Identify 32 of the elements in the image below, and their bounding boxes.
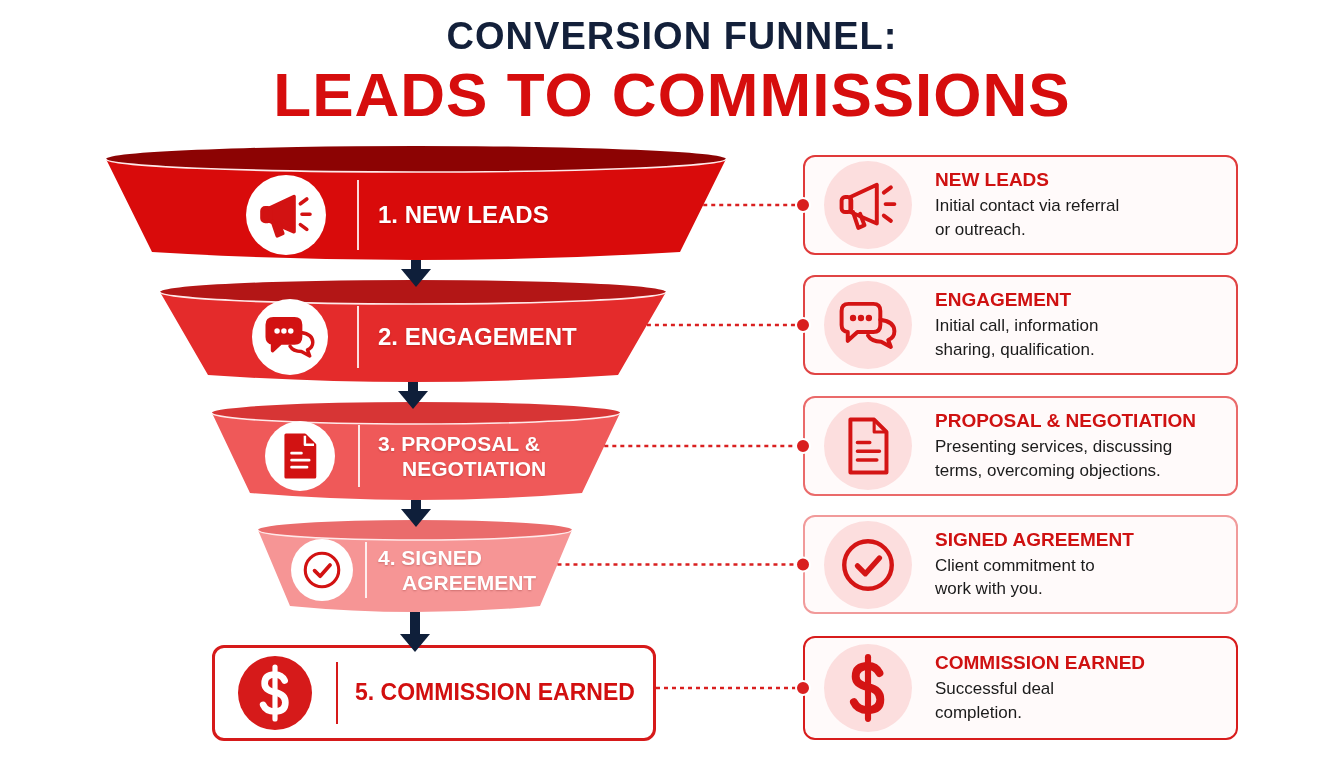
card-heading: ENGAGEMENT [935, 289, 1072, 312]
stage-label: 2. ENGAGEMENT [378, 322, 577, 352]
result-box [212, 645, 656, 741]
dotted-connector [604, 438, 811, 454]
arrow [401, 260, 431, 287]
card-heading: NEW LEADS [935, 169, 1049, 192]
card-heading: PROPOSAL & NEGOTIATION [935, 410, 1197, 433]
card-description: Client commitment to work with you. [935, 554, 1096, 600]
stage-label: 5. COMMISSION EARNED [355, 679, 635, 707]
arrow [398, 382, 428, 409]
description-card [803, 275, 1238, 375]
dotted-connector [646, 317, 811, 333]
headline: LEADS TO COMMISSIONS [273, 62, 1071, 128]
arrow [400, 612, 430, 652]
card-description: Successful deal completion. [935, 678, 1056, 724]
card-description: Initial contact via referral or outreach. [935, 195, 1121, 241]
title: CONVERSION FUNNEL: [446, 16, 898, 58]
description-card [803, 396, 1238, 496]
description-card [803, 155, 1238, 255]
arrow [401, 500, 431, 527]
description-card [803, 515, 1238, 614]
card-description: Presenting services, discussing terms, overcoming objections. [935, 436, 1174, 482]
card-heading: SIGNED AGREEMENT [935, 528, 1134, 551]
card-description: Initial call, information sharing, qualification. [935, 315, 1100, 361]
description-card [803, 636, 1238, 740]
stage-label: 4. SIGNED AGREEMENT [378, 544, 538, 596]
dotted-connector [557, 556, 811, 573]
stage-label: 3. PROPOSAL & NEGOTIATION [378, 430, 548, 482]
dotted-connector [703, 197, 811, 213]
card-heading: COMMISSION EARNED [935, 652, 1146, 675]
stage-label: 1. NEW LEADS [378, 200, 549, 230]
dotted-connector [656, 680, 811, 696]
